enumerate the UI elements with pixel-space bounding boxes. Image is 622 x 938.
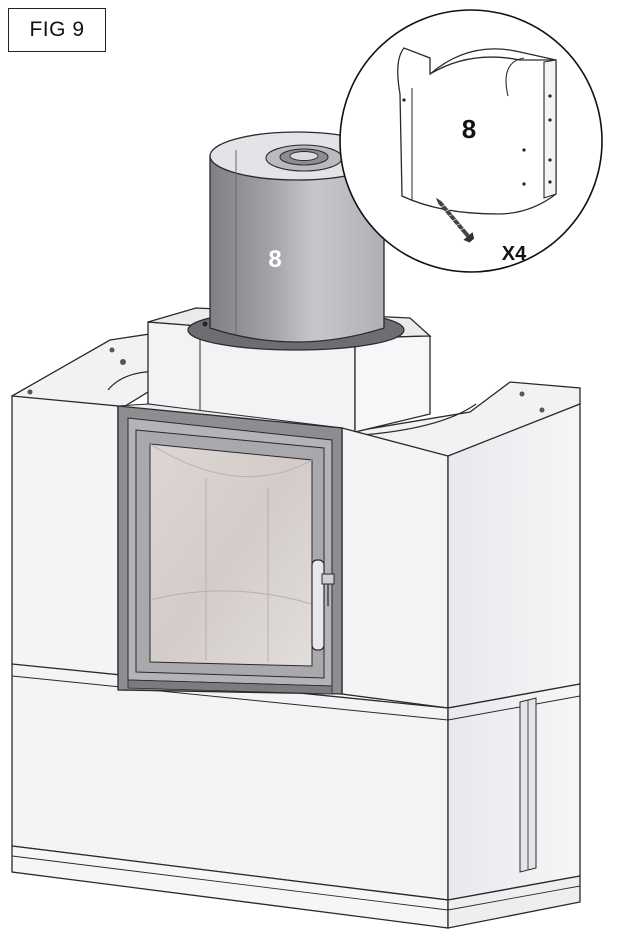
stove-door	[117, 405, 343, 695]
figure-label: FIG 9	[8, 8, 106, 52]
screw-icon	[435, 197, 475, 243]
detail-callout	[339, 9, 603, 273]
part-number-label-flue: 8	[268, 246, 281, 273]
screw-quantity-label: X4	[502, 243, 527, 265]
part-number-label-detail: 8	[462, 114, 476, 144]
flue-shield-detail	[397, 47, 557, 215]
stove-body	[11, 395, 581, 929]
door-handle-icon	[311, 559, 335, 651]
